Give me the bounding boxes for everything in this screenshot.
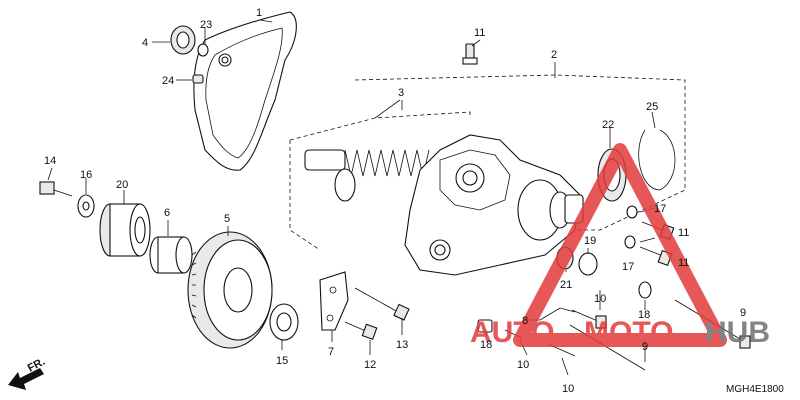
pump-housing-part: [304, 134, 584, 276]
washer-15-part: [269, 303, 299, 341]
assembly-frame-2: [354, 62, 686, 231]
callout-11-a: 11: [474, 27, 485, 39]
callout-12: 12: [364, 359, 376, 371]
callout-6: 6: [164, 207, 170, 219]
callout-15: 15: [276, 355, 288, 367]
gear-5-part: [187, 231, 273, 349]
arrow-icon: [8, 368, 44, 390]
callout-1: 1: [256, 7, 262, 19]
watermark-text-hub: HUB: [705, 316, 770, 349]
callout-10-c: 10: [562, 383, 574, 395]
callout-16: 16: [80, 169, 92, 181]
callout-2: 2: [551, 49, 557, 61]
callout-23: 23: [200, 19, 212, 31]
collar-18b-part: [638, 281, 652, 299]
callout-13: 13: [396, 339, 408, 351]
callout-5: 5: [224, 213, 230, 225]
bolt-13-part: [354, 287, 410, 321]
callout-8: 8: [522, 315, 528, 327]
callout-7: 7: [328, 346, 334, 358]
watermark-triangle: [513, 143, 727, 347]
callout-14: 14: [44, 155, 56, 167]
callout-11-b: 11: [678, 227, 689, 239]
callout-18-b: 18: [638, 309, 650, 321]
washer-17-parts: [624, 205, 638, 249]
callout-19: 19: [584, 235, 596, 247]
o-ring-19-part: [578, 252, 598, 276]
bolt-14-part: [39, 181, 73, 197]
watermark-text-auto: AUTO: [470, 316, 554, 349]
watermark-text-moto: MOTO: [584, 316, 673, 349]
bolt-8-part: [539, 307, 576, 321]
dowel-pin-24-part: [192, 74, 204, 84]
callout-25: 25: [646, 101, 658, 113]
callout-9-a: 9: [740, 307, 746, 319]
gasket-part: [193, 11, 297, 171]
callout-24: 24: [162, 75, 174, 87]
diagram-code: MGH4E1800: [726, 384, 784, 395]
bolt-12-part: [344, 321, 378, 341]
callout-20: 20: [116, 179, 128, 191]
callout-17-b: 17: [622, 261, 634, 273]
callout-17-a: 17: [654, 203, 666, 215]
callout-10-a: 10: [594, 293, 606, 305]
washer-16-part: [77, 194, 95, 218]
bolt-11-part: [462, 43, 478, 65]
callouts: 1 2 3 4 5 6 7 8 9 9 10 10 10 11 11 11 12…: [44, 7, 746, 395]
callout-3: 3: [398, 87, 404, 99]
bearing-20-part: [99, 203, 151, 257]
callout-4: 4: [142, 37, 148, 49]
direction-label: FR.: [26, 356, 47, 375]
collar-6-part: [149, 236, 193, 274]
circlip-25-part: [638, 129, 676, 191]
bracket-7-part: [319, 271, 349, 331]
callout-10-b: 10: [517, 359, 529, 371]
callout-22: 22: [602, 119, 614, 131]
callout-9-b: 9: [642, 341, 648, 353]
front-direction-arrow: FR.: [8, 356, 47, 390]
collar-18a-part: [477, 319, 493, 333]
callout-11-c: 11: [678, 257, 689, 269]
assembly-frame-3: [289, 99, 471, 251]
oil-seal-part: [170, 25, 196, 55]
watermark: AUTO MOTO HUB: [470, 143, 770, 349]
washer-23-part: [197, 43, 209, 57]
callout-21: 21: [560, 279, 572, 291]
callout-18-a: 18: [480, 339, 492, 351]
